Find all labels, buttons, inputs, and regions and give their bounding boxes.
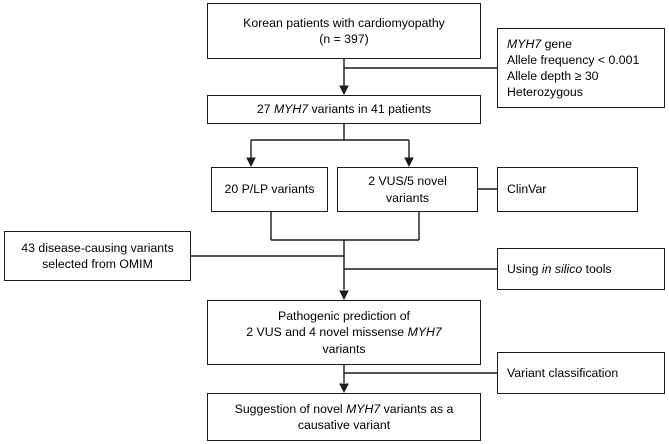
node-clinvar: ClinVar [497,167,638,212]
node-suggestion-line1-pre: Suggestion of novel [234,401,347,416]
node-in-silico-tools-text: Using in silico tools [507,261,664,277]
node-omim: 43 disease-causing variants selected fro… [4,231,191,281]
node-vus-novel-variants-line1: 2 VUS/5 novel [368,174,447,189]
node-cohort: Korean patients with cardiomyopathy (n =… [207,3,481,59]
node-filter-criteria-line1-rest: gene [541,36,572,51]
node-clinvar-label: ClinVar [507,182,547,197]
node-variants-found-gene: MYH7 [273,102,309,117]
node-vus-novel-variants-line2: variants [385,190,430,205]
node-omim-text: 43 disease-causing variants selected fro… [5,240,190,272]
node-cohort-line1: Korean patients with cardiomyopathy [243,15,445,30]
node-pathogenic-prediction: Pathogenic prediction of 2 VUS and 4 nov… [207,300,481,365]
node-filter-criteria-line4: Heterozygous [507,85,583,100]
node-vus-novel-variants: 2 VUS/5 novel variants [337,167,478,212]
node-vus-novel-variants-text: 2 VUS/5 novel variants [338,173,477,205]
node-suggestion-line2: causative variant [297,418,391,432]
node-filter-criteria-text: MYH7 gene Allele frequency < 0.001 Allel… [507,36,664,101]
node-suggestion-gene: MYH7 [346,401,381,416]
node-plp-variants-label: 20 P/LP variants [224,182,315,197]
node-filter-criteria-gene: MYH7 [507,36,542,51]
node-in-silico-post: tools [582,261,612,276]
node-suggestion-text: Suggestion of novel MYH7 variants as a c… [208,401,480,433]
node-filter-criteria-line3: Allele depth ≥ 30 [507,69,599,83]
node-pathogenic-prediction-line2-pre: 2 VUS and 4 novel missense [246,325,408,340]
node-cohort-line2: (n = 397) [319,32,369,46]
node-variants-found-pre: 27 [256,102,274,117]
node-pathogenic-prediction-text: Pathogenic prediction of 2 VUS and 4 nov… [208,308,480,357]
node-suggestion-line1-post: variants as a [380,401,454,416]
node-in-silico-pre: Using [507,261,542,276]
node-cohort-text: Korean patients with cardiomyopathy (n =… [208,15,480,47]
node-pathogenic-prediction-line3: variants [322,341,366,356]
node-in-silico-italic: in silico [541,261,583,276]
node-pathogenic-prediction-gene: MYH7 [407,325,442,340]
node-suggestion: Suggestion of novel MYH7 variants as a c… [207,393,481,441]
node-in-silico-tools: Using in silico tools [497,248,665,290]
node-variants-found-text: 27 MYH7 variants in 41 patients [208,101,480,117]
node-filter-criteria-line2: Allele frequency < 0.001 [507,52,640,67]
node-pathogenic-prediction-line1: Pathogenic prediction of [278,309,410,324]
node-plp-variants: 20 P/LP variants [211,167,328,212]
node-variant-classification-label: Variant classification [507,365,619,380]
node-filter-criteria: MYH7 gene Allele frequency < 0.001 Allel… [497,28,665,108]
node-variants-found: 27 MYH7 variants in 41 patients [207,95,481,124]
node-omim-line2: selected from OMIM [42,257,153,271]
node-variant-classification: Variant classification [497,352,665,394]
node-omim-line1: 43 disease-causing variants [21,240,174,255]
node-variants-found-post: variants in 41 patients [308,102,432,117]
